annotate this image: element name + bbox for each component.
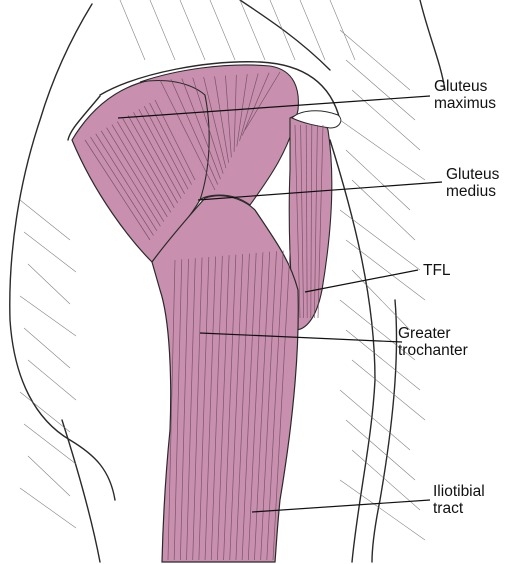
label-iliotibial-tract: Iliotibial tract <box>433 483 485 517</box>
hatch-line <box>24 232 76 272</box>
hatch-line <box>352 180 415 240</box>
label-tfl: TFL <box>423 262 451 279</box>
hatch-line <box>346 150 410 210</box>
hatch-line <box>24 424 76 464</box>
hatch-line <box>330 0 355 60</box>
hatch-line <box>340 120 425 180</box>
label-gluteus-medius-line1: Gluteus <box>446 166 499 183</box>
label-gluteus-maximus-line1: Gluteus <box>434 78 496 95</box>
hatch-line <box>340 30 410 90</box>
hatch-line <box>346 240 425 300</box>
hatch-line <box>340 210 420 270</box>
hatch-line <box>300 0 325 60</box>
label-gluteus-medius: Gluteus medius <box>446 166 499 200</box>
hatch-line <box>20 200 70 240</box>
hatch-line <box>24 328 70 368</box>
label-gluteus-maximus: Gluteus maximus <box>434 78 496 112</box>
hatch-line <box>180 0 205 60</box>
hatch-line <box>210 0 235 60</box>
label-iliotibial-tract-line1: Iliotibial <box>433 483 485 500</box>
hatch-line <box>150 0 175 60</box>
label-tfl-line1: TFL <box>423 262 451 279</box>
hatch-line <box>28 264 70 304</box>
hatch-line <box>352 360 425 420</box>
hatch-line <box>20 392 70 432</box>
label-gluteus-maximus-line2: maximus <box>434 95 496 112</box>
label-gluteus-medius-line2: medius <box>446 183 499 200</box>
hatch-line <box>270 0 295 60</box>
label-iliotibial-tract-line2: tract <box>433 500 485 517</box>
hatch-line <box>346 420 415 480</box>
label-greater-trochanter-line1: Greater <box>398 325 468 342</box>
label-greater-trochanter: Greater trochanter <box>398 325 468 359</box>
hatch-line <box>346 60 415 120</box>
label-greater-trochanter-line2: trochanter <box>398 342 468 359</box>
hatch-line <box>28 360 76 400</box>
hatch-line <box>352 270 410 330</box>
hatch-line <box>28 456 70 496</box>
hatch-line <box>120 0 145 60</box>
